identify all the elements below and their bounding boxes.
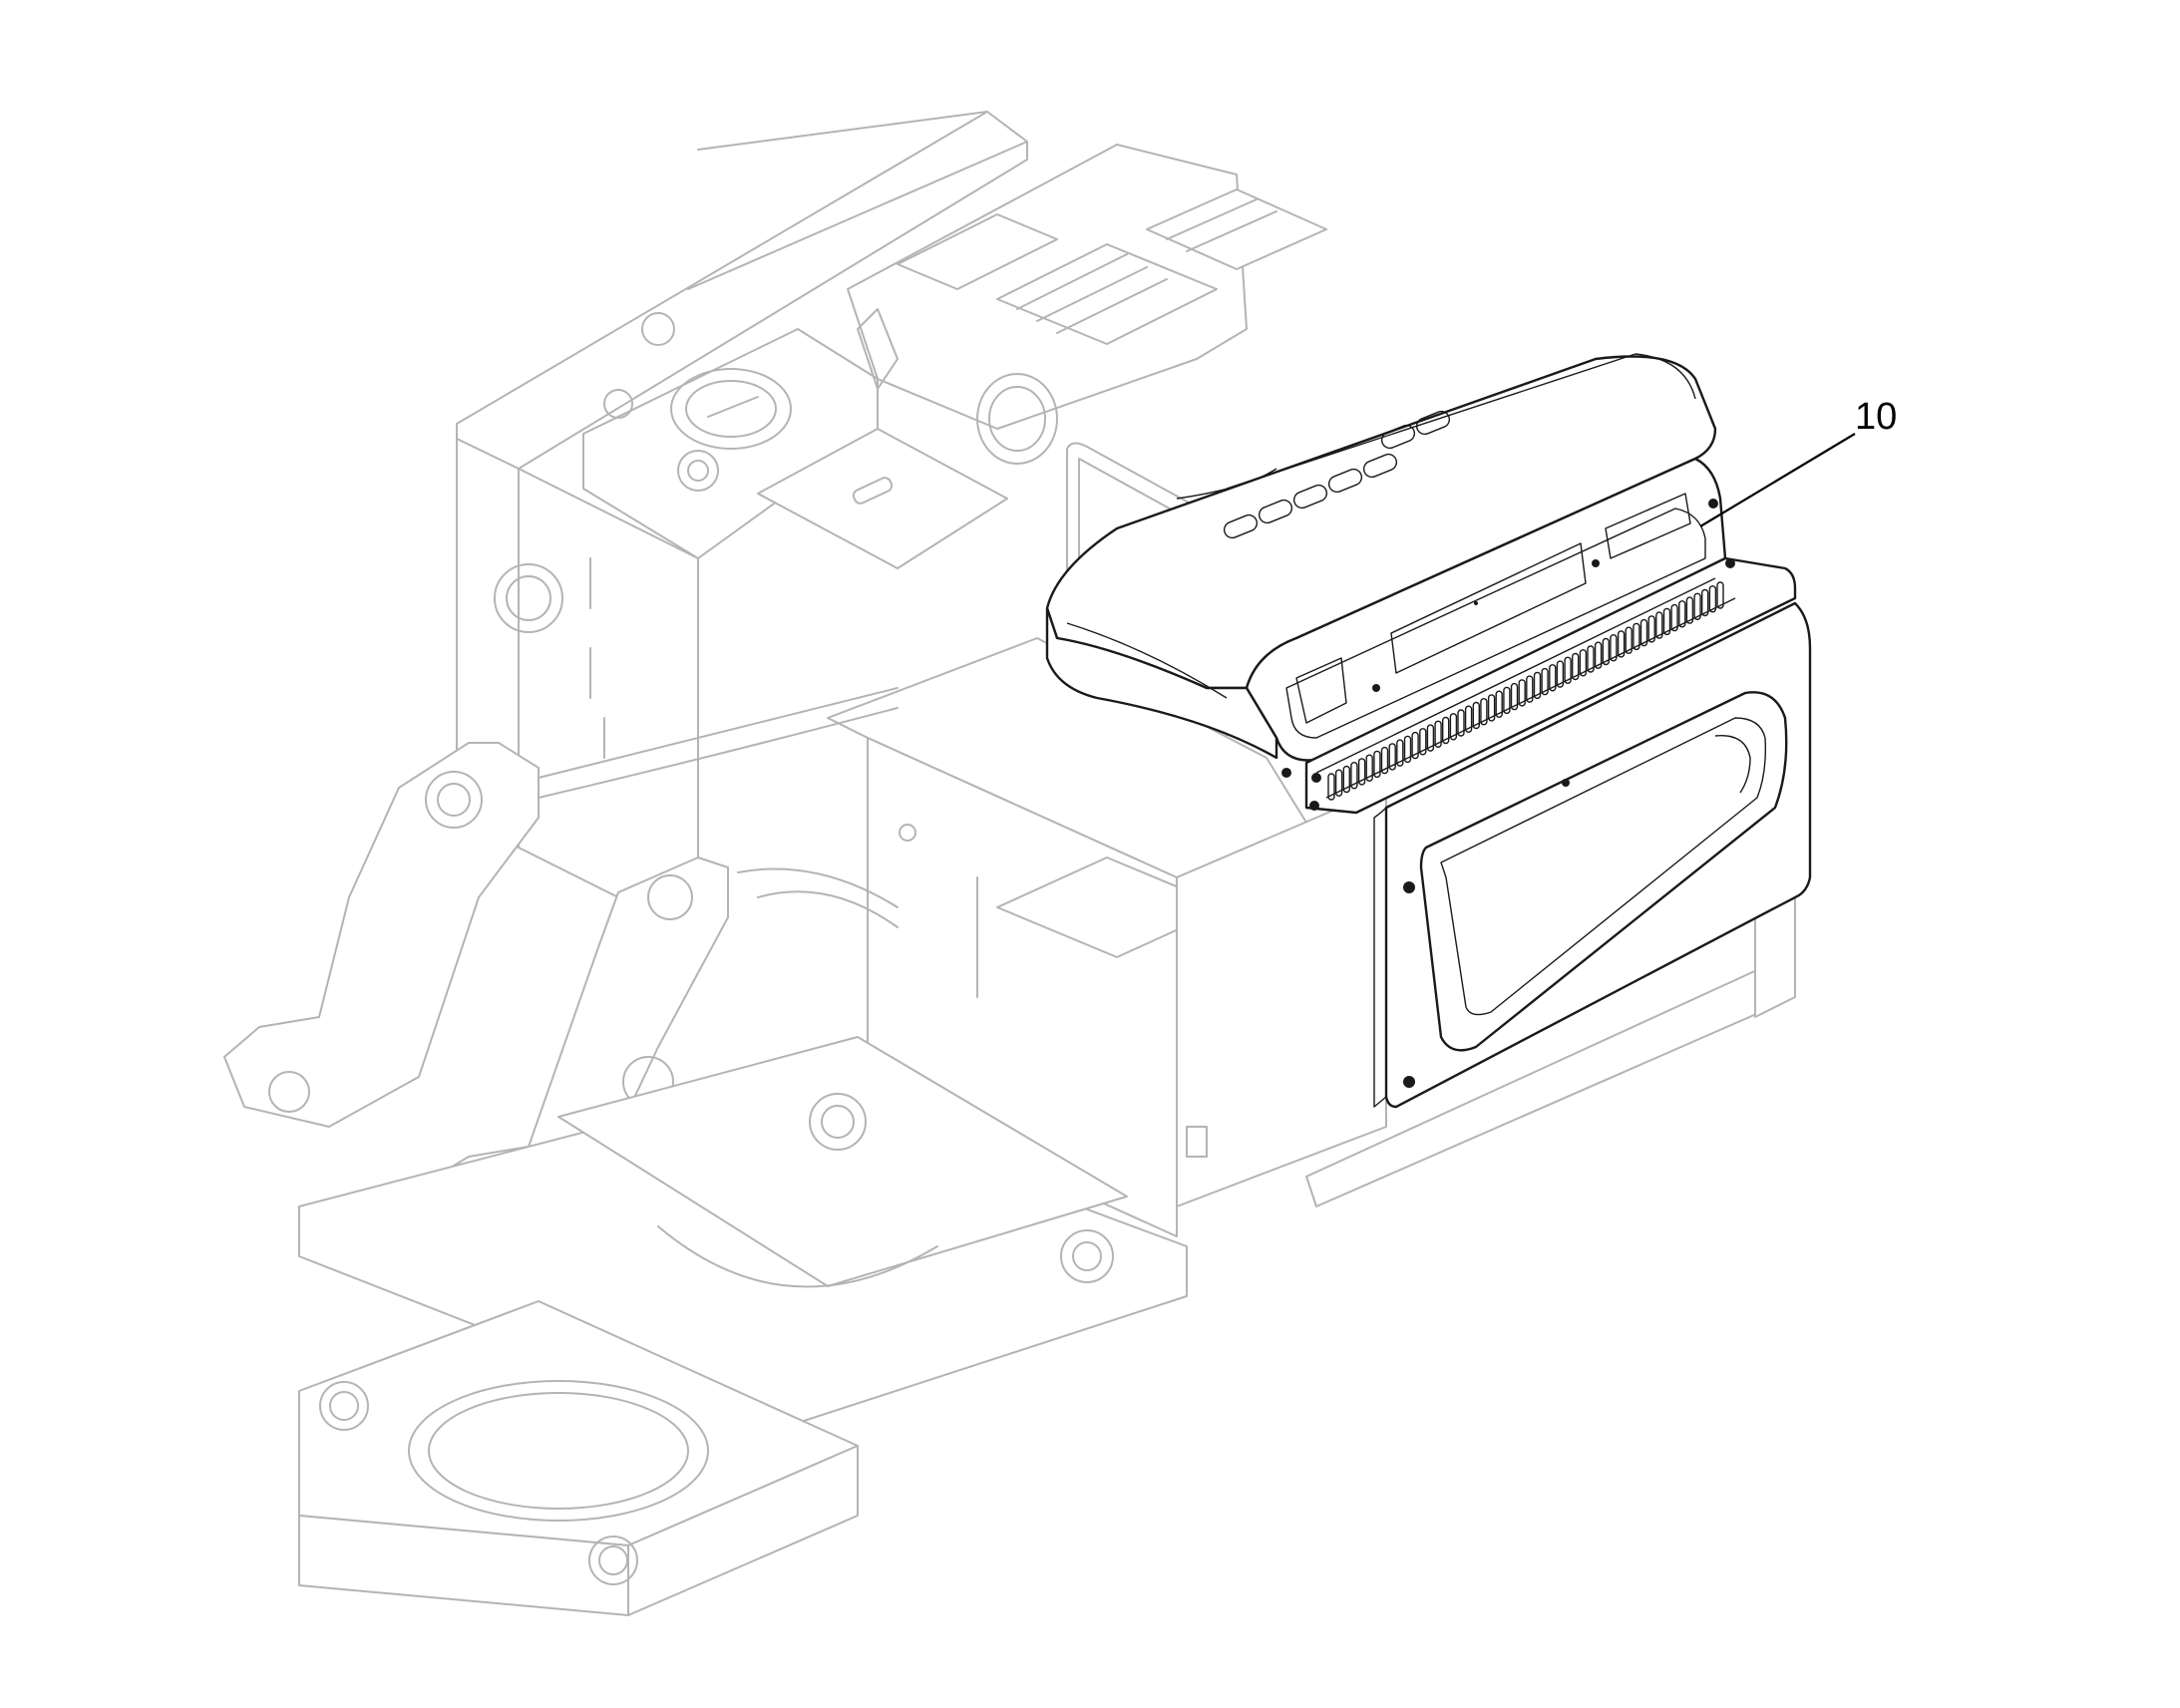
grille-slot: [1403, 735, 1412, 764]
grille-slot: [1419, 728, 1427, 756]
grille-slot: [1716, 581, 1724, 609]
grille-slot: [1549, 664, 1557, 692]
grille-panel: [1304, 556, 1797, 815]
grille-slot: [1373, 750, 1381, 779]
hood-front-face: [1245, 457, 1727, 778]
top-cover-vents: [847, 144, 1327, 465]
grille-slot: [1480, 698, 1488, 726]
grille-slot: [1495, 690, 1503, 718]
grille-slot: [1350, 762, 1358, 790]
grille-slot: [1518, 679, 1526, 707]
grille-slot: [1426, 724, 1435, 752]
grille-slot: [1342, 765, 1351, 794]
service-cover-plate: [757, 428, 1008, 569]
grille-slot: [1617, 630, 1626, 658]
grille-slot: [1633, 622, 1640, 651]
grille-slot: [1464, 705, 1473, 733]
callout-10: 10: [1699, 396, 1897, 527]
grille-slot: [1434, 720, 1442, 748]
grille-slot: [1388, 743, 1396, 771]
grille-slot: [1396, 739, 1404, 767]
grille-slot: [1564, 656, 1572, 684]
grille-slot: [1700, 588, 1709, 617]
grille-slot: [1639, 618, 1648, 647]
grille-slot: [1380, 746, 1389, 775]
hood-top-louvres: [1223, 410, 1451, 539]
grille-slot: [1685, 596, 1694, 624]
side-door-panel: [1373, 601, 1812, 1109]
grille-slot: [1556, 660, 1565, 688]
grille-slot: [1678, 600, 1686, 628]
grille-slot: [1357, 758, 1366, 786]
hood-left-side: [1045, 606, 1278, 760]
grille-slot: [1472, 701, 1481, 730]
engine-frame-lower: [1176, 787, 1796, 1207]
swing-frame: [298, 1300, 859, 1616]
grille-slot: [1670, 603, 1678, 632]
grille-slot: [1708, 585, 1717, 613]
grille-slot: [1579, 649, 1588, 677]
grille-slot: [1334, 769, 1343, 797]
hood-top-shell: [1045, 353, 1717, 690]
grille-slots: [1327, 581, 1724, 801]
grille-slot: [1449, 713, 1458, 741]
grille-slot: [1327, 773, 1335, 801]
grille-slot: [1457, 709, 1465, 737]
grille-slot: [1571, 652, 1580, 681]
grille-slot: [1693, 592, 1701, 620]
grille-slot: [1610, 634, 1618, 662]
grille-slot: [1533, 671, 1542, 700]
grille-slot: [1441, 716, 1450, 745]
grille-slot: [1503, 686, 1511, 715]
engine-hood-assembly: [1045, 353, 1812, 1109]
grille-slot: [1647, 615, 1655, 643]
grille-slot: [1411, 731, 1419, 760]
grille-slot: [1541, 667, 1549, 696]
grille-slot: [1365, 754, 1373, 782]
rear-tank-body: [456, 111, 1028, 938]
grille-slot: [1655, 611, 1663, 639]
context-machine-frame: [223, 111, 1796, 1616]
callout-leader-line: [1699, 433, 1856, 527]
grille-slot: [1487, 694, 1496, 722]
grille-slot: [1662, 607, 1671, 636]
grille-slot: [1594, 641, 1603, 669]
grille-slot: [1510, 682, 1519, 711]
grille-slot: [1587, 645, 1595, 673]
grille-slot: [1526, 675, 1534, 703]
upper-frame-base: [298, 1036, 1188, 1437]
grille-slot: [1602, 637, 1611, 666]
callout-label: 10: [1855, 396, 1897, 438]
grille-slot: [1625, 626, 1633, 654]
